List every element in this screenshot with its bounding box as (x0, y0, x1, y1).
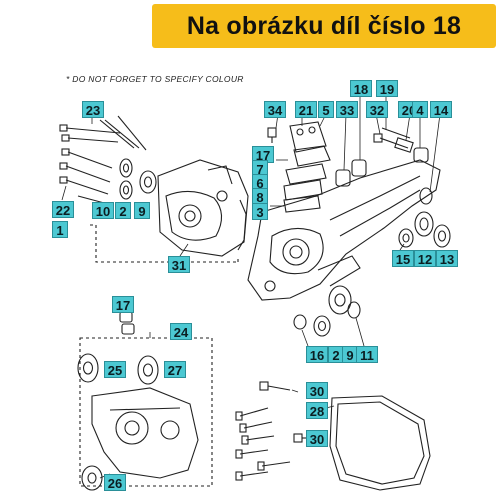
part-label-32[interactable]: 32 (366, 101, 388, 118)
colour-note: * DO NOT FORGET TO SPECIFY COLOUR (66, 74, 244, 84)
part-label-1[interactable]: 1 (52, 221, 68, 238)
part-label-16[interactable]: 16 (306, 346, 328, 363)
part-label-22[interactable]: 22 (52, 201, 74, 218)
part-label-17[interactable]: 17 (112, 296, 134, 313)
part-label-19[interactable]: 19 (376, 80, 398, 97)
part-label-28[interactable]: 28 (306, 402, 328, 419)
gear-cover (91, 387, 199, 479)
part-label-30[interactable]: 30 (306, 430, 328, 447)
part-label-23[interactable]: 23 (82, 101, 104, 118)
right-crankcase (247, 159, 441, 301)
part-label-9[interactable]: 9 (134, 202, 150, 219)
part-number-banner: Na obrázku díl číslo 18 (152, 4, 496, 48)
bolt-set-23 (59, 115, 147, 151)
part-label-18[interactable]: 18 (350, 80, 372, 97)
part-label-21[interactable]: 21 (295, 101, 317, 118)
part-label-2[interactable]: 2 (115, 202, 131, 219)
reed-valve (283, 121, 331, 213)
part-label-5[interactable]: 5 (318, 101, 334, 118)
cover-bolt-set (235, 407, 291, 481)
part-label-8[interactable]: 8 (252, 188, 268, 205)
part-label-27[interactable]: 27 (164, 361, 186, 378)
part-label-3[interactable]: 3 (252, 203, 268, 220)
part-label-4[interactable]: 4 (412, 101, 428, 118)
part-label-26[interactable]: 26 (104, 474, 126, 491)
part-label-15[interactable]: 15 (392, 250, 414, 267)
part-label-17[interactable]: 17 (252, 146, 274, 163)
part-label-12[interactable]: 12 (414, 250, 436, 267)
part-label-10[interactable]: 10 (92, 202, 114, 219)
bolt-set-22 (59, 148, 113, 205)
part-label-33[interactable]: 33 (336, 101, 358, 118)
left-crankcase (157, 159, 249, 257)
part-label-30[interactable]: 30 (306, 382, 328, 399)
cover-gasket (329, 395, 431, 491)
part-label-13[interactable]: 13 (436, 250, 458, 267)
part-label-31[interactable]: 31 (168, 256, 190, 273)
part-label-14[interactable]: 14 (430, 101, 452, 118)
part-label-11[interactable]: 11 (356, 346, 378, 363)
part-label-34[interactable]: 34 (264, 101, 286, 118)
part-label-24[interactable]: 24 (170, 323, 192, 340)
part-label-25[interactable]: 25 (104, 361, 126, 378)
